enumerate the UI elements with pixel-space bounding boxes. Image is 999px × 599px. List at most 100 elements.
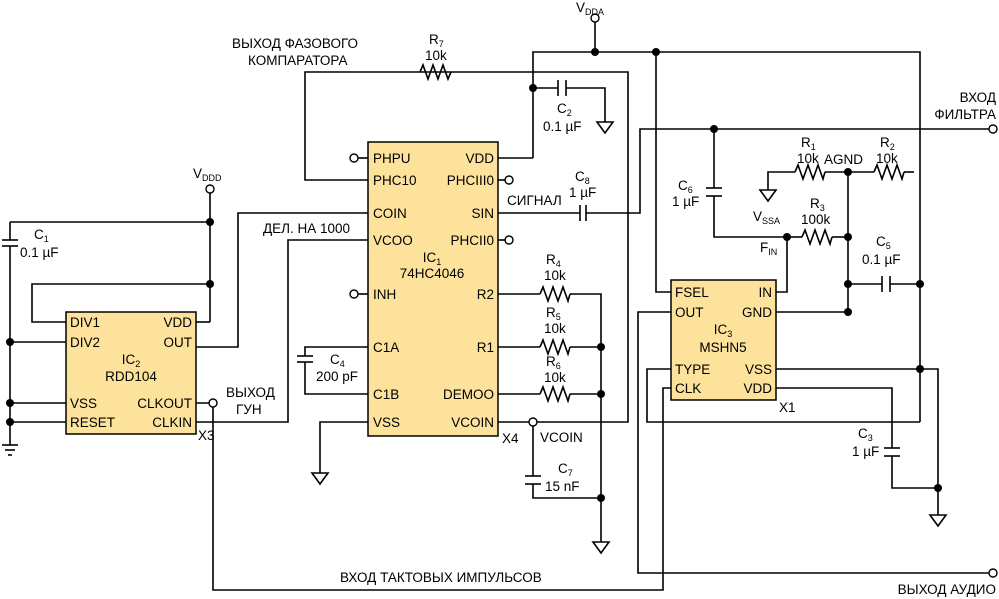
ic1-pin-inh: INH [373, 287, 396, 302]
audio-out-label: ВЫХОД АУДИО [898, 582, 996, 597]
ic2-title: IC2 [122, 352, 141, 369]
ic1-pin-vcoo: VCOO [373, 233, 413, 248]
c6-ref: C6 [678, 178, 693, 195]
x4-terminal [528, 417, 538, 427]
c4-value: 200 pF [316, 369, 358, 384]
c4-ref: C4 [330, 352, 345, 369]
ic3-pin-type: TYPE [675, 362, 710, 377]
phciii0-terminal [504, 175, 514, 185]
vcoin-label: VCOIN [540, 430, 583, 445]
ic1-pin-r2: R2 [477, 287, 494, 302]
ground-symbols [2, 121, 948, 555]
vdda-label: VDDA [576, 0, 604, 17]
c8-value: 1 µF [569, 185, 596, 200]
ic2-pin-clkout: CLKOUT [137, 396, 192, 411]
filter-in-terminal [988, 124, 998, 134]
ground-icon [758, 189, 778, 203]
ic1-pin-c1a: C1A [373, 340, 399, 355]
c3-value: 1 µF [852, 444, 879, 459]
phpu-terminal [349, 153, 359, 163]
ic2-pin-div2: DIV2 [70, 335, 100, 350]
ic2-pin-out: OUT [164, 335, 193, 350]
phase-comparator-label: ВЫХОД ФАЗОВОГО [232, 36, 358, 51]
ground-icon [591, 541, 611, 555]
r5-ref: R5 [546, 305, 561, 322]
vco-out-label: ВЫХОД [226, 385, 275, 400]
x3-terminal [208, 398, 218, 408]
ground-icon [928, 514, 948, 528]
ic1-pin-phc10: PHC10 [373, 173, 417, 188]
ic3-ref: X1 [779, 400, 796, 415]
inh-terminal [349, 289, 359, 299]
ic3-title: IC3 [714, 322, 733, 339]
resistor-r2 [873, 162, 905, 182]
capacitor-c8 [579, 205, 587, 221]
ic1-part: 74HC4046 [400, 266, 465, 281]
resistor-r4 [539, 284, 571, 304]
ic1-pin-coin: COIN [373, 206, 407, 221]
c1-value: 0.1 µF [20, 245, 59, 260]
c5-value: 0.1 µF [862, 252, 901, 267]
r2-ref: R2 [880, 135, 895, 152]
ground-icon [2, 444, 18, 456]
ic1-pin-sin: SIN [471, 206, 494, 221]
c5-ref: C5 [876, 234, 891, 251]
vdda-terminal [590, 13, 600, 23]
ic1-pin-r1: R1 [477, 340, 494, 355]
resistor-r5 [539, 337, 571, 357]
r7-value: 10k [425, 48, 447, 63]
ic1-pin-phcii0: PHCII0 [450, 233, 494, 248]
capacitor-c6 [706, 187, 722, 197]
capacitor-c1 [2, 239, 18, 247]
ic3-chip: FSEL OUT TYPE CLK IN GND VSS VDD IC3 MSH… [670, 279, 777, 401]
ic1-pin-vcoin: VCOIN [451, 415, 494, 430]
ic2-pin-div1: DIV1 [70, 315, 100, 330]
capacitor-c2 [557, 80, 567, 96]
ic2-part: RDD104 [105, 369, 157, 384]
capacitors [2, 80, 900, 485]
ic1-pin-phpu: PHPU [373, 151, 411, 166]
vssa-label: VSSA [753, 209, 780, 226]
resistor-r7 [419, 62, 452, 82]
r4-value: 10k [544, 268, 566, 283]
r1-value: 10k [797, 151, 819, 166]
r6-value: 10k [544, 370, 566, 385]
ic1-ref: X4 [502, 431, 519, 446]
ic1-pin-c1b: C1B [373, 387, 399, 402]
phase-comparator-label-2: КОМПАРАТОРА [248, 53, 347, 68]
c8-ref: C8 [575, 169, 590, 186]
ic3-pin-in: IN [759, 285, 773, 300]
c6-value: 1 µF [672, 194, 699, 209]
ic1-chip: PHPU PHC10 COIN VCOO INH C1A C1B VSS VDD… [367, 141, 499, 437]
capacitor-c5 [881, 276, 891, 292]
vddd-terminal [205, 184, 215, 194]
resistors [419, 62, 905, 404]
ic2-pin-clkin: CLKIN [152, 415, 192, 430]
ic2-pin-vss: VSS [70, 396, 97, 411]
fin-label: FIN [760, 240, 777, 257]
ic2-chip: DIV1 DIV2 VSS RESET VDD OUT CLKOUT CLKIN… [65, 311, 197, 435]
capacitor-c4 [297, 355, 313, 363]
ic3-pin-fsel: FSEL [675, 285, 709, 300]
resistor-r1 [794, 162, 826, 182]
r3-value: 100k [801, 212, 831, 227]
ic2-ref: X3 [198, 428, 215, 443]
r6-ref: R6 [546, 354, 561, 371]
clock-in-label: ВХОД ТАКТОВЫХ ИМПУЛЬСОВ [340, 570, 542, 585]
signal-label: СИГНАЛ [507, 193, 562, 208]
capacitor-c3 [884, 447, 900, 457]
r3-ref: R3 [810, 196, 825, 213]
ic1-title: IC1 [423, 250, 442, 267]
ic3-pin-vdd: VDD [743, 381, 772, 396]
ic3-pin-gnd: GND [742, 305, 772, 320]
ic1-pin-vss: VSS [373, 415, 400, 430]
c2-ref: C2 [557, 101, 572, 118]
r2-value: 10k [876, 151, 898, 166]
r7-ref: R7 [429, 32, 444, 49]
divide-1000-label: ДЕЛ. НА 1000 [263, 221, 350, 236]
resistor-r6 [539, 384, 571, 404]
c3-ref: C3 [858, 426, 873, 443]
audio-out-terminal [988, 568, 998, 578]
r1-ref: R1 [801, 135, 816, 152]
